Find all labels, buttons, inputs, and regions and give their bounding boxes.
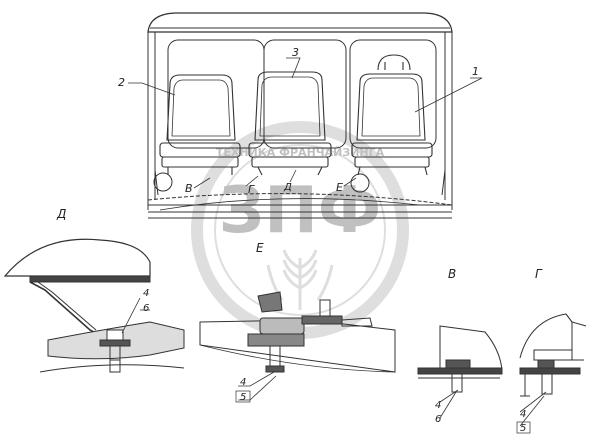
callout-e-4: 4 <box>240 377 246 388</box>
view-d-detail <box>3 238 185 373</box>
watermark-logo-letters: ЗПФ <box>219 174 382 248</box>
callout-v-4: 4 <box>435 400 441 411</box>
seat-right <box>351 54 433 176</box>
callout-2: 2 <box>118 76 125 89</box>
view-e-title: Е <box>256 241 264 255</box>
view-ref-v: В <box>185 182 193 195</box>
callout-d-4: 4 <box>143 288 149 299</box>
watermark-text: ТЕХНИКА ФРАНЧАЙЗИНГА <box>216 146 385 159</box>
view-ref-g: Г <box>248 183 255 196</box>
seat-left <box>159 74 241 175</box>
seat-middle <box>248 71 332 176</box>
view-v-title: В <box>448 267 456 281</box>
callout-v-6: 6 <box>435 414 441 425</box>
callout-3: 3 <box>292 46 299 59</box>
view-e-detail <box>199 291 396 373</box>
wheat-logo <box>266 249 334 310</box>
callout-leaders <box>128 57 483 113</box>
callout-1: 1 <box>472 65 479 78</box>
callout-d-6: 6 <box>143 303 149 314</box>
callout-g-4: 4 <box>520 409 526 420</box>
view-v-detail <box>417 325 503 393</box>
view-g-title: Г <box>535 267 543 281</box>
callout-e-5: 5 <box>240 392 246 403</box>
cab-main-view <box>147 12 453 219</box>
view-g-detail <box>519 313 587 397</box>
view-ref-e: Е <box>336 181 343 194</box>
callout-g-5: 5 <box>520 423 526 434</box>
view-ref-d: Д <box>283 182 292 193</box>
watermark: ЗПФ ТЕХНИКА ФРАНЧАЙЗИНГА <box>191 121 409 339</box>
view-d-title: Д <box>56 207 66 221</box>
